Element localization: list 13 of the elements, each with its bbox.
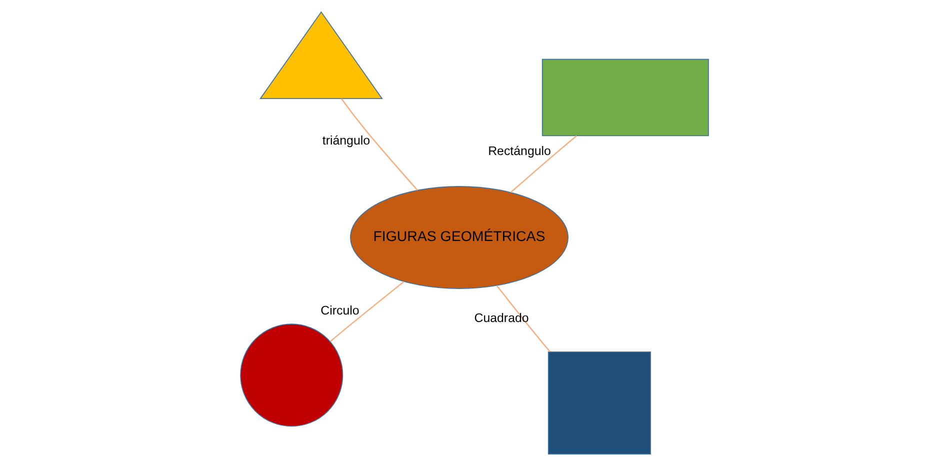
- connector: [340, 98, 418, 191]
- connector: [510, 135, 577, 193]
- connector: [496, 285, 550, 352]
- node-ellipse: FIGURAS GEOMÉTRICAS: [350, 186, 568, 289]
- node-box: [541, 58, 708, 136]
- edge-label: Cuadrado: [474, 310, 528, 325]
- node-triangle: [259, 11, 382, 100]
- edge-label: Rectángulo: [488, 144, 550, 158]
- connector: [330, 281, 404, 342]
- edge-label: Circulo: [320, 303, 359, 318]
- edge-label: triángulo: [322, 134, 370, 148]
- node-circle: [240, 324, 343, 427]
- node-box: [547, 351, 650, 454]
